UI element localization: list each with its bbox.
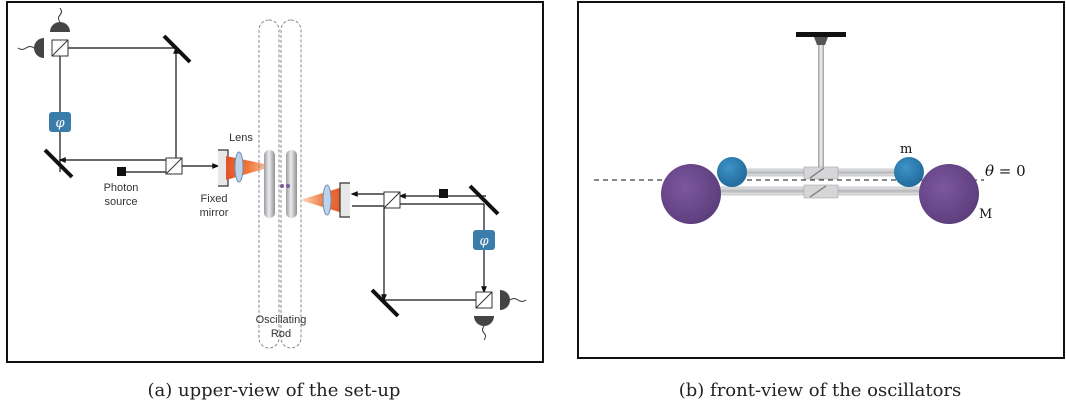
phase-shifter-right: φ (473, 230, 495, 250)
detector-bottom-icon (474, 316, 494, 341)
large-mass-right (919, 164, 979, 224)
panel-b-frame (577, 1, 1065, 359)
detector-left-icon (17, 38, 44, 58)
torsion-wire (818, 45, 824, 180)
caption-a: (a) upper-view of the set-up (147, 380, 401, 401)
phase-shifter-left: φ (49, 112, 71, 132)
lens-right (322, 184, 332, 216)
svg-text:φ: φ (55, 116, 65, 131)
oscillating-rod-right-outline (280, 19, 302, 349)
mount-clamp (814, 37, 828, 45)
beam-splitter-top-left (51, 39, 69, 57)
center-clamp-upper (803, 166, 839, 180)
upper-view-diagram: φ Photon source Lens Fixed mirror Oscill… (6, 1, 544, 363)
panel-upper-view: φ Photon source Lens Fixed mirror Oscill… (6, 1, 544, 401)
large-mass-label: M (979, 207, 992, 222)
beam-splitter-middle-left (165, 157, 183, 175)
rod-mass-dot-2 (286, 184, 290, 188)
detector-top-icon (50, 7, 70, 32)
left-beam-paths (57, 45, 220, 175)
beam-splitter-bottom-right (475, 291, 493, 309)
rod-mirror-right (286, 150, 297, 218)
mirror-bottom-right (370, 288, 400, 318)
small-mass-label: m (900, 142, 912, 157)
rod-mirror-left (264, 150, 275, 218)
lens-label: Lens (229, 132, 253, 144)
ceiling-mount (796, 32, 846, 37)
oscillating-rod-label-1: Oscillating (256, 314, 307, 326)
detector-right-icon (500, 290, 527, 310)
small-mass-right (894, 157, 924, 187)
large-mass-left (661, 164, 721, 224)
front-view-diagram: m M θ = 0 (577, 1, 1065, 359)
oscillating-rod-left-outline (258, 19, 280, 349)
photon-source-label-1: Photon (104, 182, 139, 194)
angle-label: θ = 0 (985, 162, 1026, 180)
fixed-mirror-label-2: mirror (200, 207, 229, 219)
photon-source-left-icon (117, 167, 126, 176)
photon-source-label-2: source (104, 196, 137, 208)
mirror-top-right-left (162, 34, 192, 64)
fixed-mirror-right (339, 182, 350, 218)
photon-source-right-icon (439, 189, 448, 198)
small-mass-left (717, 157, 747, 187)
mirror-top-right (468, 184, 500, 216)
beam-splitter-top-right (383, 191, 401, 209)
panel-a-frame (6, 1, 544, 363)
caption-b: (b) front-view of the oscillators (678, 380, 962, 401)
svg-text:φ: φ (479, 234, 489, 249)
rod-mass-dot-1 (280, 184, 284, 188)
right-beam-paths (350, 191, 487, 303)
mirror-bottom-left (43, 148, 74, 179)
fixed-mirror-label-1: Fixed (201, 193, 228, 205)
lens-left (234, 151, 244, 183)
center-clamp-lower (803, 184, 839, 199)
oscillating-rod-label-2: Rod (271, 328, 291, 340)
panel-front-view: m M θ = 0 (b) front-view of the oscillat… (574, 0, 1066, 416)
